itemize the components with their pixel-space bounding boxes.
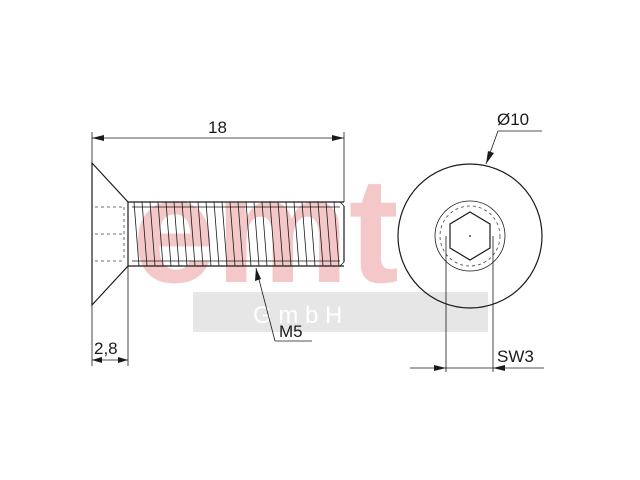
dim-head-arrow-right bbox=[118, 357, 128, 363]
dim-socket-arrow-right bbox=[493, 365, 505, 371]
dim-socket-label: SW3 bbox=[497, 347, 534, 366]
thread-line bbox=[197, 201, 204, 267]
dim-socket-arrow-left bbox=[434, 365, 446, 371]
thread-line bbox=[325, 201, 332, 267]
thread-line bbox=[293, 201, 300, 267]
thread-line bbox=[213, 201, 220, 267]
thread-line bbox=[165, 201, 172, 267]
dim-head-label: 2,8 bbox=[94, 339, 118, 358]
thread-lines bbox=[133, 201, 340, 267]
thread-line bbox=[301, 201, 308, 267]
thread-line bbox=[205, 201, 212, 267]
socket-inner-circle bbox=[439, 205, 501, 267]
thread-line bbox=[133, 201, 140, 267]
dim-head-diameter: Ø10 bbox=[485, 110, 542, 165]
dim-length-label: 18 bbox=[208, 118, 227, 137]
head-circle bbox=[397, 163, 543, 309]
dim-length: 18 bbox=[91, 118, 345, 202]
dim-socket: SW3 bbox=[410, 236, 544, 372]
thread-line bbox=[317, 201, 324, 267]
thread-line bbox=[269, 201, 276, 267]
thread-line bbox=[157, 201, 164, 267]
dim-dia-label: Ø10 bbox=[497, 110, 529, 129]
thread-line bbox=[309, 201, 316, 267]
thread-line bbox=[173, 201, 180, 267]
shank-chamfer-top bbox=[339, 201, 345, 207]
thread-line bbox=[285, 201, 292, 267]
socket-circle bbox=[434, 200, 506, 272]
thread-line bbox=[221, 201, 228, 267]
thread-line bbox=[181, 201, 188, 267]
watermark-company: G m b H bbox=[253, 302, 342, 329]
thread-line bbox=[333, 201, 340, 267]
thread-line bbox=[277, 201, 284, 267]
center-point bbox=[469, 235, 471, 237]
screw-end-view bbox=[397, 163, 543, 309]
dim-thread-leader bbox=[255, 267, 276, 342]
thread-line bbox=[253, 201, 260, 267]
thread-line bbox=[229, 201, 236, 267]
thread-line bbox=[149, 201, 156, 267]
dim-dia-arrow bbox=[486, 151, 494, 164]
shank-chamfer-bottom bbox=[339, 261, 345, 267]
hex-socket bbox=[449, 211, 491, 261]
screw-side-view bbox=[91, 161, 345, 307]
watermark-band bbox=[193, 292, 488, 332]
thread-line bbox=[237, 201, 244, 267]
thread-line bbox=[141, 201, 148, 267]
thread-line bbox=[261, 201, 268, 267]
watermark-logo: emt bbox=[132, 146, 399, 314]
dim-thread-label: M5 bbox=[279, 322, 303, 341]
dim-thread: M5 bbox=[255, 267, 312, 342]
dim-head-height: 2,8 bbox=[91, 266, 129, 366]
thread-line bbox=[245, 201, 252, 267]
dim-length-arrow-right bbox=[332, 135, 344, 141]
dim-head-arrow-left bbox=[92, 357, 102, 363]
thread-line bbox=[189, 201, 196, 267]
dim-length-arrow-left bbox=[92, 135, 104, 141]
dim-thread-arrow bbox=[255, 268, 261, 281]
